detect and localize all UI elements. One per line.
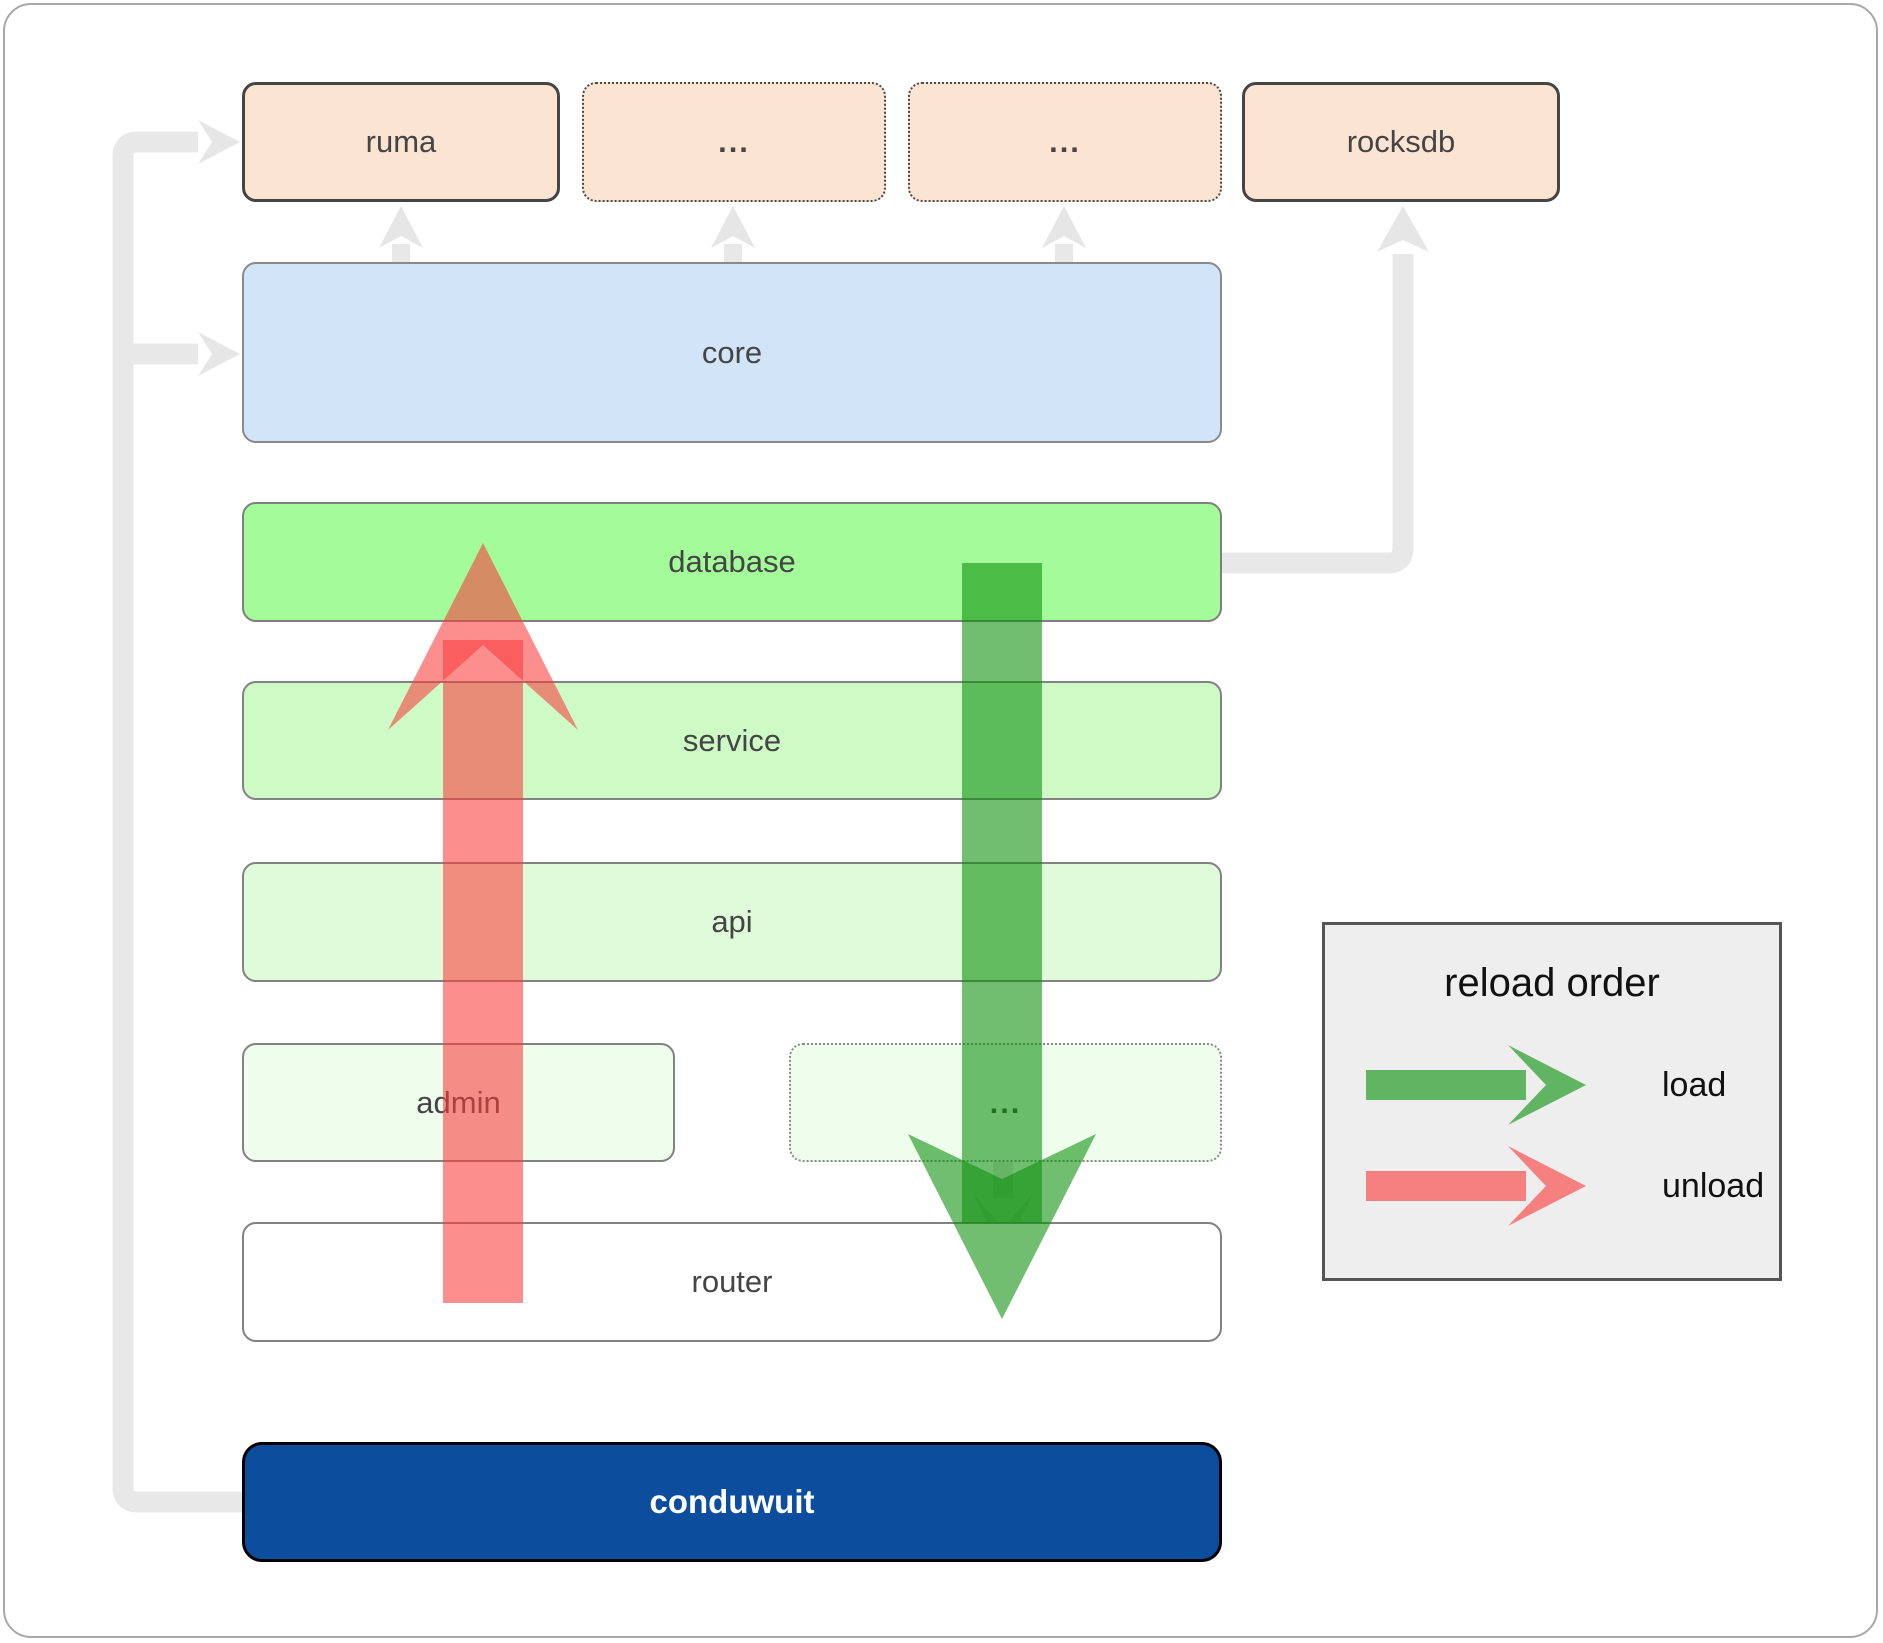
node-ellipsis-top-1-label: ... bbox=[718, 124, 750, 159]
node-ruma-label: ruma bbox=[365, 124, 437, 159]
node-ellipsis-top-2-label: ... bbox=[1049, 124, 1081, 159]
node-database: database bbox=[242, 502, 1222, 622]
node-core: core bbox=[242, 262, 1222, 443]
node-ellipsis-admin: ... bbox=[789, 1043, 1222, 1162]
legend-title: reload order bbox=[1444, 961, 1660, 1005]
node-core-label: core bbox=[701, 334, 763, 370]
node-rocksdb-label: rocksdb bbox=[1346, 124, 1456, 159]
unload-arrow-icon bbox=[1366, 1146, 1586, 1226]
legend-row-unload: unload bbox=[1362, 1138, 1764, 1234]
node-router-label: router bbox=[691, 1264, 773, 1299]
legend-unload-label: unload bbox=[1662, 1166, 1765, 1205]
node-ellipsis-top-2: ... bbox=[908, 82, 1222, 202]
node-admin: admin bbox=[242, 1043, 675, 1162]
legend-load-label: load bbox=[1662, 1065, 1727, 1104]
node-ellipsis-top-1: ... bbox=[582, 82, 886, 202]
node-service-label: service bbox=[682, 722, 782, 758]
node-ellipsis-admin-label: ... bbox=[989, 1084, 1022, 1120]
node-service: service bbox=[242, 681, 1222, 800]
legend-row-load: load bbox=[1362, 1037, 1726, 1133]
node-router: router bbox=[242, 1222, 1222, 1342]
node-api: api bbox=[242, 862, 1222, 982]
node-admin-label: admin bbox=[416, 1084, 501, 1120]
load-arrow-icon bbox=[1366, 1045, 1586, 1125]
outer-frame bbox=[3, 3, 1878, 1638]
node-conduwuit-label: conduwuit bbox=[649, 1483, 815, 1520]
node-api-label: api bbox=[711, 904, 753, 939]
node-rocksdb: rocksdb bbox=[1242, 82, 1560, 202]
legend: reload order load unload bbox=[1322, 922, 1782, 1281]
node-ruma: ruma bbox=[242, 82, 560, 202]
node-conduwuit: conduwuit bbox=[242, 1442, 1222, 1562]
node-database-label: database bbox=[668, 544, 796, 579]
